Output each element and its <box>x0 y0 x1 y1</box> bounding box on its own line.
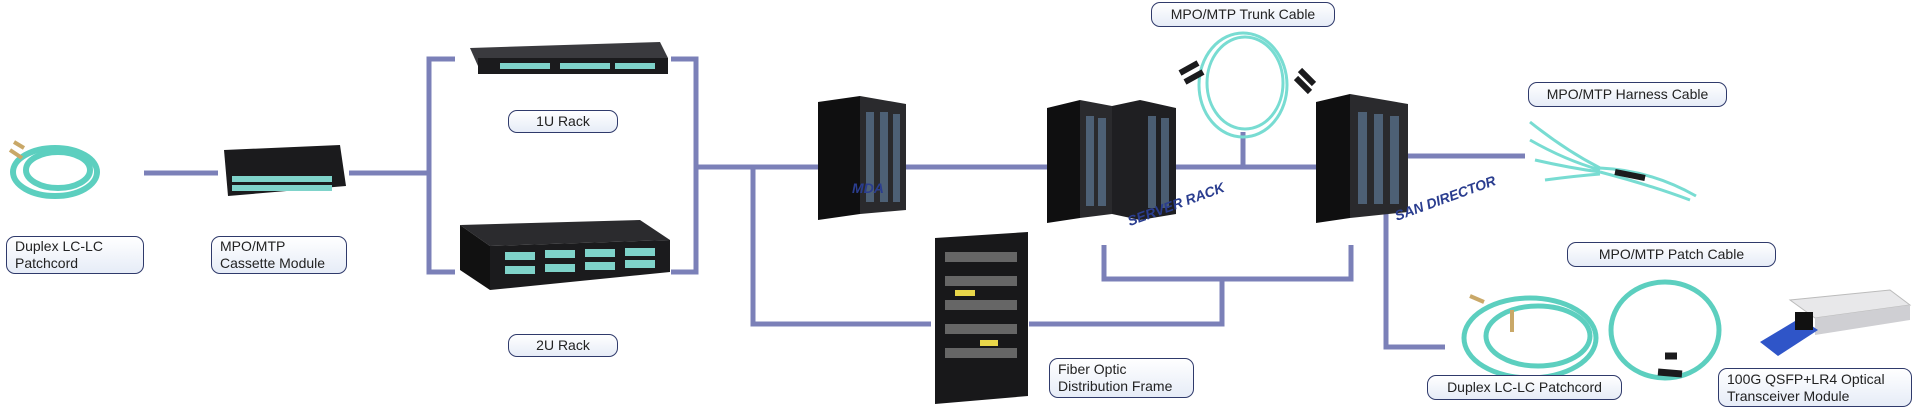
label-patch-cable: MPO/MTP Patch Cable <box>1567 242 1776 267</box>
label-1u-rack: 1U Rack <box>508 110 618 133</box>
label-line: Patchcord <box>15 255 79 271</box>
server-rack-image <box>1047 100 1176 223</box>
mda-rack-image <box>818 96 906 220</box>
qsfp-module-image <box>1760 289 1912 356</box>
label-cassette-module: MPO/MTP Cassette Module <box>211 236 347 274</box>
rack-2u-image <box>460 220 670 290</box>
label-line: Duplex LC-LC <box>15 238 103 254</box>
connector-paths <box>144 56 1525 350</box>
label-line: Cassette Module <box>220 255 326 271</box>
san-director-image <box>1316 94 1408 223</box>
connection-lines <box>144 56 1525 350</box>
cassette-module-image <box>224 145 346 196</box>
label-line: Fiber Optic <box>1058 361 1127 377</box>
duplex-patchcord-left-image <box>8 140 100 199</box>
label-distribution-frame: Fiber Optic Distribution Frame <box>1049 358 1194 398</box>
label-line: MPO/MTP <box>220 238 286 254</box>
label-duplex-patchcord-right: Duplex LC-LC Patchcord <box>1427 375 1622 400</box>
label-qsfp-module: 100G QSFP+LR4 Optical Transceiver Module <box>1718 368 1912 407</box>
label-trunk-cable: MPO/MTP Trunk Cable <box>1151 2 1335 27</box>
label-line: 100G QSFP+LR4 Optical <box>1727 370 1885 387</box>
label-harness-cable: MPO/MTP Harness Cable <box>1528 82 1727 107</box>
label-line: Transceiver Module <box>1727 387 1850 404</box>
harness-cable-image <box>1529 120 1697 202</box>
trunk-cable-image <box>1178 31 1317 139</box>
label-line: Distribution Frame <box>1058 378 1173 394</box>
rack-1u-image <box>470 42 668 74</box>
duplex-patchcord-right-image <box>1461 294 1599 381</box>
patch-cable-image <box>1608 279 1722 381</box>
label-duplex-patchcord-left: Duplex LC-LC Patchcord <box>6 236 144 274</box>
tag-mda: MDA <box>852 180 884 196</box>
label-2u-rack: 2U Rack <box>508 334 618 357</box>
distribution-frame-image <box>935 232 1028 404</box>
